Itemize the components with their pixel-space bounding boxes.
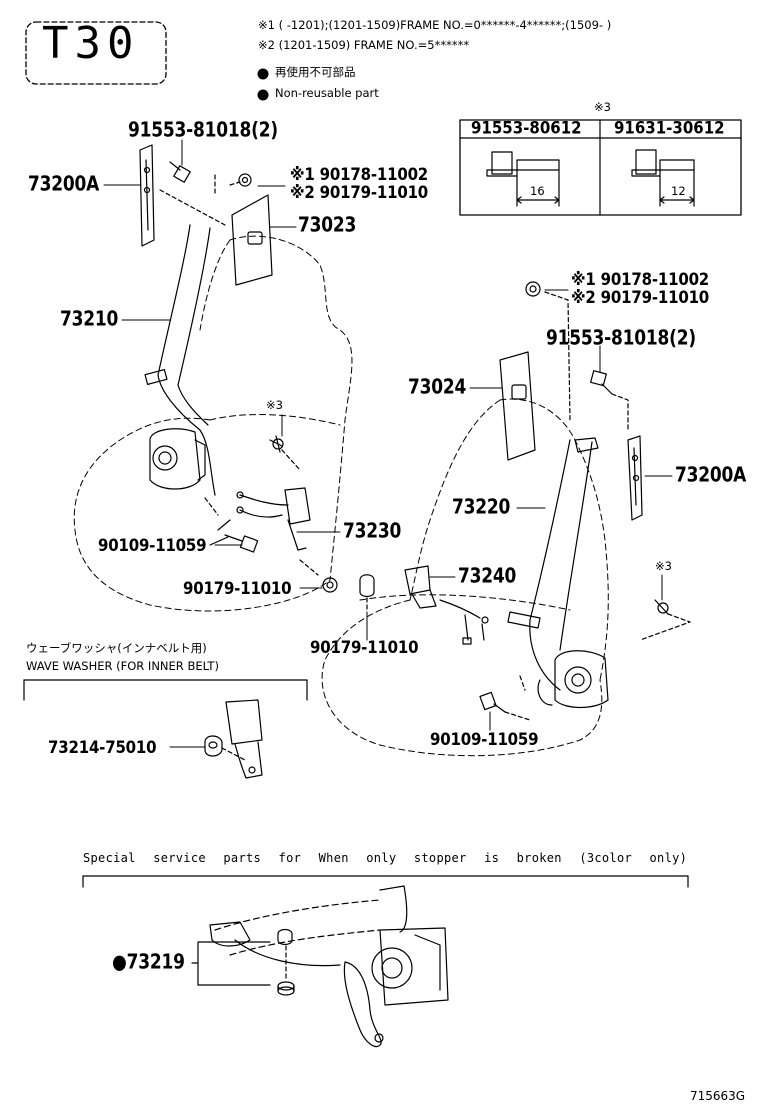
right-buckle [404,565,489,645]
wave-washer-title-jp: ウェーブワッシャ(インナベルト用) [26,641,207,655]
right-top-bolt-icon [590,370,613,395]
flange-bolt-icon [631,149,695,207]
model-logo [25,21,167,85]
label-right-anchor: 73200A [675,463,747,488]
leader-line [159,189,226,226]
left-pillar-cover [231,194,273,286]
non-reusable-bullet-icon [257,89,269,101]
label-left-bolt-top: 91553-81018(2) [128,118,278,143]
left-seat-outline [73,235,353,612]
right-low-nut-icon [359,574,375,598]
right-retractor [537,650,609,709]
wave-washer-inset [23,679,308,779]
label-left-bolt-low: 90109-11059 [98,534,207,556]
label-right-bolt-top: 91553-81018(2) [546,326,696,351]
frame-note-2: ※2 (1201-1509) FRAME NO.=5****** [258,38,470,52]
label-right-bolt-low: 90109-11059 [430,728,539,750]
legend-en: Non-reusable part [275,86,379,100]
bolt-table-dim-2: 12 [671,184,686,198]
label-right-bolt-mark: ※3 [655,559,672,573]
stopper-button-icon [277,981,295,996]
right-bolt-mark-icon [654,599,669,615]
wave-washer-icon [204,735,223,757]
label-left-anchor: 73200A [28,172,100,197]
label-right-buckle: 73240 [458,564,517,589]
bolt-table [459,119,742,216]
model-code: T30 [42,18,140,69]
bolt-table-part-1: 91553-80612 [471,117,582,138]
left-anchor-bracket [139,144,155,247]
flange-bolt-icon [486,151,560,207]
label-left-buckle: 73230 [343,519,402,544]
left-retractor [149,428,206,490]
special-service-caption: Special service parts for When only stop… [83,851,688,865]
left-low-nut-icon [322,577,338,593]
label-left-nut-1: ※1 90178-11002 [290,163,429,185]
bolt-table-mark: ※3 [594,100,611,114]
right-anchor-bracket [627,435,643,521]
left-top-bolt-icon [169,161,191,183]
label-right-nut-low: 90179-11010 [310,636,419,658]
right-seat-outline [321,398,609,757]
right-belt-webbing [507,437,599,691]
bolt-table-dim-1: 16 [530,184,545,198]
label-left-cover: 73023 [298,213,357,238]
left-bolt-mark-icon [269,435,284,453]
label-right-nut-2: ※2 90179-11010 [571,286,710,308]
right-pillar-cover [499,351,536,461]
label-left-belt: 73210 [60,307,119,332]
label-left-nut-2: ※2 90179-11010 [290,181,429,203]
left-nut-icon [238,173,252,187]
label-right-nut-1: ※1 90178-11002 [571,268,710,290]
leader-lines [103,139,673,748]
left-belt-webbing [144,224,216,496]
label-left-bolt-mark: ※3 [266,398,283,412]
label-left-nut-low: 90179-11010 [183,577,292,599]
left-low-bolt-icon [224,534,259,553]
non-reusable-bullet-icon [257,68,269,80]
special-service-inset [82,875,689,1048]
wave-washer-title-en: WAVE WASHER (FOR INNER BELT) [26,659,219,673]
legend-jp: 再使用不可部品 [275,65,356,79]
stopper-washer-icon [277,928,293,946]
diagram-id: 715663G [690,1089,746,1103]
label-special-part: ●73219 [112,950,185,975]
left-buckle [236,487,311,551]
label-wave-washer: 73214-75010 [48,736,157,758]
right-low-bolt-icon [479,691,506,713]
right-top-nut-icon [525,281,541,297]
label-right-cover: 73024 [408,375,467,400]
bolt-table-part-2: 91631-30612 [614,117,725,138]
label-right-belt: 73220 [452,495,511,520]
frame-note-1: ※1 ( -1201);(1201-1509)FRAME NO.=0******… [258,18,612,32]
